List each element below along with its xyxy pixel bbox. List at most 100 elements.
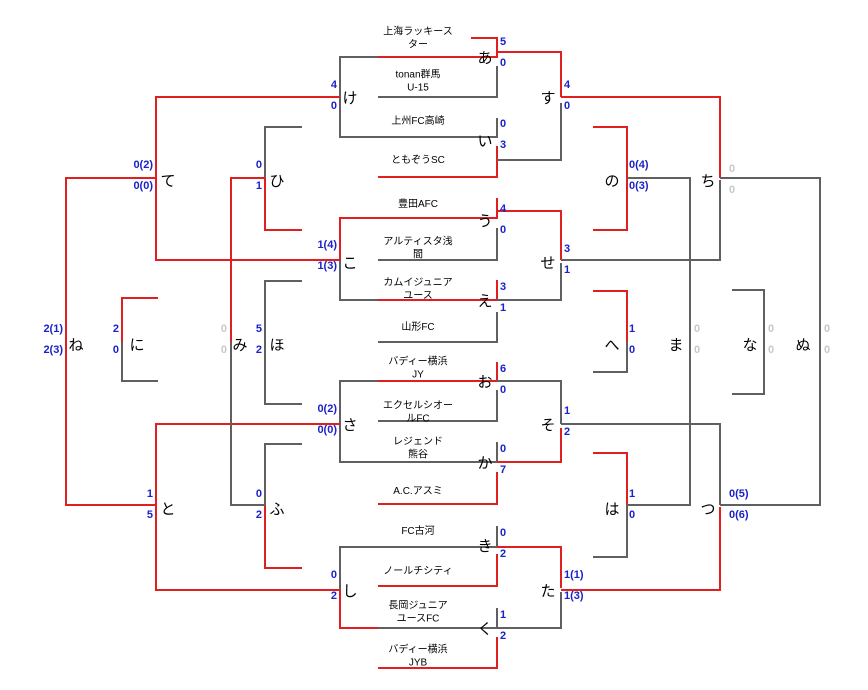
- score-ho-bottom: 2: [256, 344, 262, 356]
- team-name-line: ノールチシティ: [383, 565, 452, 577]
- team-name-line: 熊谷: [408, 448, 428, 461]
- bracket-segment: [378, 66, 498, 98]
- team-name-line: tonan群馬: [395, 68, 440, 81]
- score-mi-top: 0: [221, 323, 227, 335]
- bracket-segment: [720, 177, 821, 506]
- score-chi-bottom: 0: [729, 184, 735, 196]
- score-so-bottom: 2: [564, 426, 570, 438]
- score-to-top: 1: [147, 488, 153, 500]
- team-name-line: ター: [408, 39, 428, 51]
- score-sa-bottom: 0(0): [317, 424, 337, 436]
- bracket-segment: [264, 342, 302, 405]
- bracket-segment: [339, 217, 378, 260]
- match-label-ke: け: [342, 89, 357, 107]
- match-label-he: へ: [604, 336, 619, 354]
- score-na-bottom: 0: [768, 344, 774, 356]
- bracket-segment: [378, 118, 498, 138]
- bracket-segment: [561, 96, 721, 178]
- team-name-line: ともぞうSC: [391, 154, 445, 166]
- bracket-segment: [230, 342, 265, 506]
- score-ne-top: 2(1): [43, 323, 63, 335]
- score-ta-top: 1(1): [564, 569, 584, 581]
- team-name-line: 上海ラッキース: [383, 25, 453, 38]
- team-name: カムイジュニアユース: [383, 277, 452, 302]
- score-fu-bottom: 2: [256, 509, 262, 521]
- match-label-to: と: [160, 500, 175, 518]
- bracket-segment: [497, 210, 562, 260]
- score-e-bottom: 1: [500, 302, 506, 314]
- bracket-segment: [497, 428, 562, 463]
- team-name-line: 山形FC: [401, 321, 434, 333]
- bracket-segment: [497, 546, 562, 588]
- team-name-line: バディー横浜: [388, 643, 447, 656]
- team-name-line: 長岡ジュニア: [388, 600, 447, 612]
- bracket-segment: [627, 177, 691, 342]
- bracket-segment: [264, 280, 302, 342]
- match-label-shi: し: [342, 582, 357, 600]
- bracket-segment: [378, 312, 498, 343]
- score-i-bottom: 3: [500, 139, 506, 151]
- score-na-top: 0: [768, 323, 774, 335]
- team-name-line: A.C.アスミ: [393, 486, 442, 497]
- team-name: エクセルシオールFC: [383, 400, 453, 425]
- score-he-top: 1: [629, 323, 635, 335]
- team-name: 上州FC高崎: [391, 114, 444, 127]
- team-name: レジェンド熊谷: [393, 437, 443, 461]
- match-label-ka: か: [477, 454, 492, 472]
- bracket-segment: [593, 126, 628, 178]
- match-label-ha: は: [604, 500, 619, 518]
- match-label-o: お: [477, 373, 492, 391]
- bracket-segment: [339, 424, 378, 463]
- bracket-segment: [339, 97, 378, 138]
- bracket-segment: [378, 146, 498, 178]
- bracket-segment: [593, 452, 628, 505]
- bracket-segment: [230, 177, 265, 342]
- score-se-bottom: 1: [564, 264, 570, 276]
- match-label-chi: ち: [700, 172, 715, 190]
- score-shi-bottom: 2: [331, 590, 337, 602]
- score-ke-bottom: 0: [331, 100, 337, 112]
- team-name-line: アルティスタ浅: [383, 235, 452, 248]
- team-name-line: 間: [413, 249, 423, 261]
- bracket-segment: [339, 546, 378, 590]
- score-tsu-top: 0(5): [729, 488, 749, 500]
- bracket-segment: [339, 56, 378, 97]
- score-chi-top: 0: [729, 163, 735, 175]
- match-label-ho: ほ: [269, 336, 284, 354]
- match-label-te: て: [160, 172, 175, 190]
- match-label-sa: さ: [342, 416, 357, 434]
- match-label-su: す: [540, 89, 555, 107]
- team-name-line: バディー横浜: [388, 355, 447, 368]
- match-label-u: う: [477, 212, 492, 230]
- score-su-top: 4: [564, 79, 571, 91]
- team-name: ともぞうSC: [391, 154, 445, 166]
- bracket-segment: [561, 180, 721, 261]
- bracket-segment: [497, 103, 562, 161]
- match-label-ma: ま: [668, 336, 683, 354]
- score-u-top: 4: [500, 203, 507, 215]
- team-name: バディー横浜 JY: [388, 355, 447, 381]
- score-fu-top: 0: [256, 488, 262, 500]
- team-name-line: JY: [412, 370, 424, 381]
- bracket-segment: [121, 342, 158, 382]
- bracket-segment: [378, 228, 498, 261]
- score-sa-top: 0(2): [317, 403, 337, 415]
- score-ku-top: 1: [500, 609, 506, 621]
- score-no-top: 0(4): [629, 159, 649, 171]
- bracket-segment: [378, 472, 498, 505]
- team-name: ノールチシティ: [383, 565, 452, 577]
- match-labels: あいうえおかきくすせそたけこさしちつてとねにぬなのはへまひふほみ: [68, 49, 810, 638]
- team-name: アルティスタ浅間: [383, 235, 452, 261]
- score-su-bottom: 0: [564, 100, 570, 112]
- bracket-segment: [155, 505, 340, 591]
- bracket-segment: [378, 637, 498, 669]
- match-scores: 50034031600702124031121(1)1(3)401(4)1(3)…: [43, 36, 830, 642]
- score-ko-bottom: 1(3): [317, 260, 337, 272]
- match-label-a: あ: [477, 49, 492, 67]
- bracket-segment: [264, 505, 302, 569]
- score-ni-bottom: 0: [113, 344, 119, 356]
- bracket-segment: [593, 342, 628, 373]
- score-se-top: 3: [564, 243, 570, 255]
